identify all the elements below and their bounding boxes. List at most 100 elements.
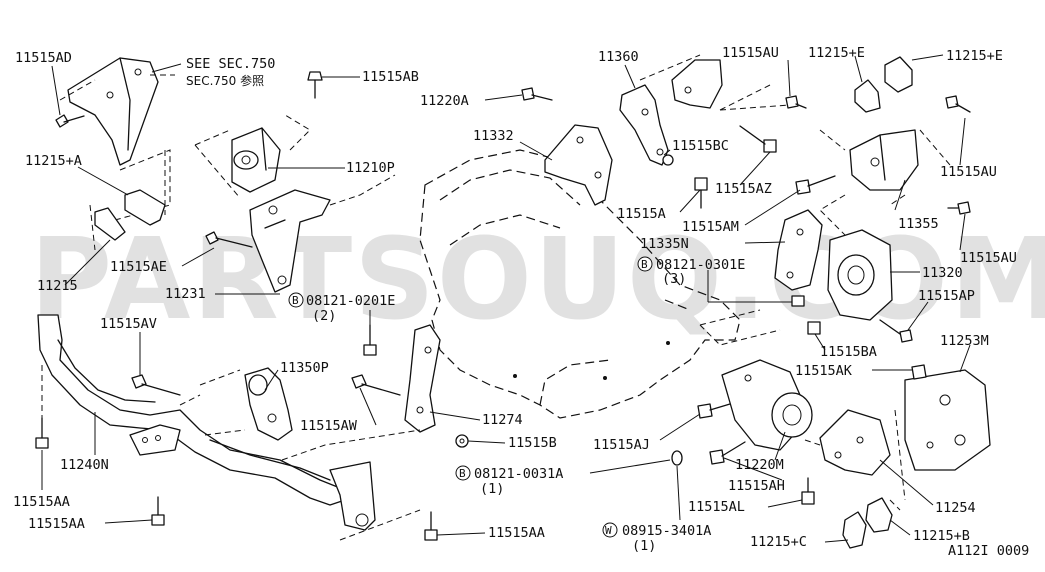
label-08121-0301E: 08121-0301E [656,257,745,273]
label-see-sec-750: SEE SEC.750 [186,56,275,72]
bolt-11515AA-lower [151,496,165,526]
bolt-11515AL [801,477,815,505]
leader-lines [41,54,971,543]
front-mount-bracket-11515AD [67,57,159,166]
mount-bracket-11231 [249,189,331,293]
label-11240N: 11240N [60,457,109,473]
nut-11515BA [807,321,821,335]
washer-11515BC [662,154,674,166]
bracket-11253M [904,369,991,471]
b-marker: B [459,467,466,480]
label-11253M: 11253M [940,333,989,349]
callout-08121-0301E: B 08121-0301E (3) [637,256,745,287]
mount-insulator-11320 [827,229,893,321]
label-11515AU-lower: 11515AU [960,250,1017,266]
label-11515AD: 11515AD [15,50,72,66]
label-11515BA: 11515BA [820,344,877,360]
mount-11350P [244,367,293,441]
callout-08121-0201E: B 08121-0201E (2) [288,292,395,324]
label-11360: 11360 [598,49,639,65]
bracket-upper-11360 [671,59,723,109]
label-11320: 11320 [922,265,963,281]
bolt-08121-0301E [791,295,805,307]
b-marker: B [292,294,299,307]
damper-11215E-left [854,79,881,113]
qty-08121-0201E: (2) [312,308,336,324]
bolt-11220A [521,87,553,101]
bolt-11515AP [879,319,913,343]
bolt-11515AV [131,374,181,396]
bracket-11355 [849,129,919,191]
damper-11215A [94,189,166,241]
bolt-11515AW [351,374,401,396]
bolt-11515AA-bottom [424,511,438,541]
mount-11360 [619,84,669,166]
label-11515AA-bottom: 11515AA [488,525,545,541]
damper-11215E-right [884,56,913,93]
damper-11215B [865,497,893,533]
label-11515AW: 11515AW [300,418,358,434]
damper-11215C [842,511,867,549]
bolt-11515AJ [697,403,731,419]
engine-block [419,149,741,419]
label-11515AE: 11515AE [110,259,167,275]
label-11515AH: 11515AH [728,478,785,494]
label-08121-0031A: 08121-0031A [474,466,563,482]
label-11355: 11355 [898,216,939,232]
label-11515AU-right: 11515AU [940,164,997,180]
bracket-11335N [774,209,823,291]
bolt-11515AD [55,114,85,128]
bolt-11515AB [307,71,323,99]
figure-code: A112I 0009 [948,543,1029,559]
bolt-11515AE [205,231,253,248]
callout-08915-3401A: W 08915-3401A (1) [602,522,711,554]
label-11350P: 11350P [280,360,329,376]
label-11515AA-lower: 11515AA [28,516,85,532]
washer-08915-3401A [671,450,683,466]
callout-08121-0031A: B 08121-0031A (1) [455,465,563,497]
label-sec-750-jp: SEC.750 参照 [186,73,264,88]
mount-11220M [721,359,813,451]
label-11220A: 11220A [420,93,469,109]
bolt-11515AZ [739,125,777,153]
label-11215A: 11215+A [25,153,82,169]
label-11215B: 11215+B [913,528,970,544]
label-11215E-right: 11215+E [946,48,1003,64]
label-11515A: 11515A [617,206,666,222]
mount-insulator-11210P [231,127,281,193]
label-11215C: 11215+C [750,534,807,550]
label-11515AK: 11515AK [795,363,853,379]
bracket-11274 [404,324,441,433]
bolt-11515AU-right [945,95,971,113]
label-11515AZ: 11515AZ [715,181,772,197]
label-11220M: 11220M [735,457,784,473]
label-08121-0201E: 08121-0201E [306,293,395,309]
bolt-11515A [694,177,708,209]
bolt-11515AM [795,175,836,195]
bracket-11332 [544,124,613,206]
bracket-11254 [819,409,891,476]
label-11210P: 11210P [346,160,395,176]
label-11515AL: 11515AL [688,499,745,515]
part-labels: 11515AD SEE SEC.750 SEC.750 参照 11515AB 1… [13,45,1029,559]
label-11515AV: 11515AV [100,316,157,332]
label-11274: 11274 [482,412,523,428]
nut-11515B [455,434,469,448]
label-11215E-left: 11215+E [808,45,865,61]
label-11515AB: 11515AB [362,69,419,85]
bolt-11515AK [911,364,927,380]
qty-08121-0301E: (3) [662,271,686,287]
b-marker: B [641,258,648,271]
label-11335N: 11335N [640,236,689,252]
w-marker: W [605,524,612,537]
bolt-11515AU-top [785,95,807,109]
label-11515BC: 11515BC [672,138,729,154]
qty-08121-0031A: (1) [480,481,504,497]
label-11515B: 11515B [508,435,557,451]
label-11231: 11231 [165,286,206,302]
label-11515AP: 11515AP [918,288,975,304]
qty-08915-3401A: (1) [632,538,656,554]
label-11515AU-top: 11515AU [722,45,779,61]
bolt-11515AH [709,441,746,465]
